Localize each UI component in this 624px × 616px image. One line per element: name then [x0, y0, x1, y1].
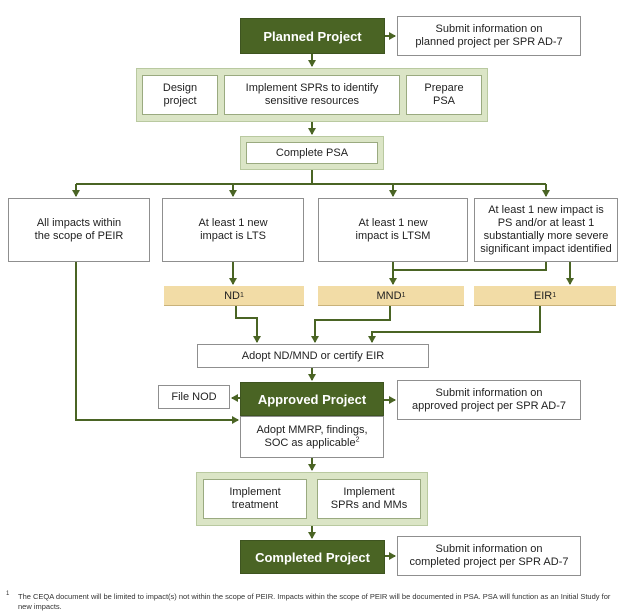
- prepare-psa-label: Prepare PSA: [424, 82, 464, 107]
- prepare-psa-box: Prepare PSA: [406, 75, 482, 115]
- design-project-label: Design project: [162, 82, 198, 107]
- submit-approved-box: Submit information on approved project p…: [397, 380, 581, 420]
- footnote: 1 The CEQA document will be limited to i…: [6, 591, 616, 612]
- arrow-mnd-to-adopt: [311, 306, 391, 343]
- complete-psa-label: Complete PSA: [275, 146, 349, 159]
- completed-project-label: Completed Project: [255, 549, 370, 565]
- lts-box: At least 1 new impact is LTS: [162, 198, 304, 262]
- lts-label: At least 1 new impact is LTS: [198, 217, 268, 242]
- arrow-nd-to-adopt: [235, 306, 261, 343]
- all-impacts-box: All impacts within the scope of PEIR: [8, 198, 150, 262]
- file-nod-label: File NOD: [171, 390, 217, 403]
- implement-treatment-box: Implement treatment: [203, 479, 307, 519]
- adopt-box: Adopt ND/MND or certify EIR: [197, 344, 429, 368]
- submit-completed-box: Submit information on completed project …: [397, 536, 581, 576]
- submit-completed-label: Submit information on completed project …: [409, 543, 569, 568]
- adopt-mmrp-text: Adopt MMRP, findings, SOC as applicable2: [256, 424, 367, 450]
- mnd-label: MND: [376, 289, 402, 302]
- planned-project-box: Planned Project: [240, 18, 385, 54]
- design-project-box: Design project: [142, 75, 218, 115]
- mmrp-footnote-mark: 2: [355, 436, 360, 444]
- submit-planned-box: Submit information on planned project pe…: [397, 16, 581, 56]
- arrow-all-impacts-to-approved: [75, 262, 239, 424]
- adopt-mmrp-box: Adopt MMRP, findings, SOC as applicable2: [240, 416, 384, 458]
- implement-sprs-box: Implement SPRs to identify sensitive res…: [224, 75, 400, 115]
- ltsm-box: At least 1 new impact is LTSM: [318, 198, 468, 262]
- submit-planned-label: Submit information on planned project pe…: [415, 23, 563, 48]
- completed-project-box: Completed Project: [240, 540, 385, 574]
- adopt-label: Adopt ND/MND or certify EIR: [241, 349, 385, 362]
- complete-psa-box: Complete PSA: [246, 142, 378, 164]
- implement-sprs-label: Implement SPRs to identify sensitive res…: [245, 82, 379, 107]
- planned-project-label: Planned Project: [263, 28, 362, 44]
- ltsm-label: At least 1 new impact is LTSM: [355, 217, 431, 242]
- approved-project-label: Approved Project: [257, 391, 367, 407]
- all-impacts-label: All impacts within the scope of PEIR: [34, 217, 124, 242]
- footnote-text: The CEQA document will be limited to imp…: [18, 592, 611, 611]
- implement-treatment-label: Implement treatment: [229, 486, 281, 511]
- submit-approved-label: Submit information on approved project p…: [411, 387, 567, 412]
- ps-label: At least 1 new impact is PS and/or at le…: [480, 204, 612, 255]
- approved-project-box: Approved Project: [240, 382, 384, 416]
- arrow-eir-to-adopt: [368, 306, 541, 343]
- file-nod-box: File NOD: [158, 385, 230, 409]
- arrow-ps-to-mnd: [393, 262, 547, 271]
- footnote-number: 1: [6, 591, 10, 597]
- implement-sprs-mms-label: Implement SPRs and MMs: [330, 486, 408, 511]
- implement-sprs-mms-box: Implement SPRs and MMs: [317, 479, 421, 519]
- eir-label: EIR: [533, 289, 553, 302]
- ps-box: At least 1 new impact is PS and/or at le…: [474, 198, 618, 262]
- nd-label: ND: [224, 289, 240, 302]
- adopt-mmrp-label: Adopt MMRP, findings, SOC as applicable: [256, 424, 368, 449]
